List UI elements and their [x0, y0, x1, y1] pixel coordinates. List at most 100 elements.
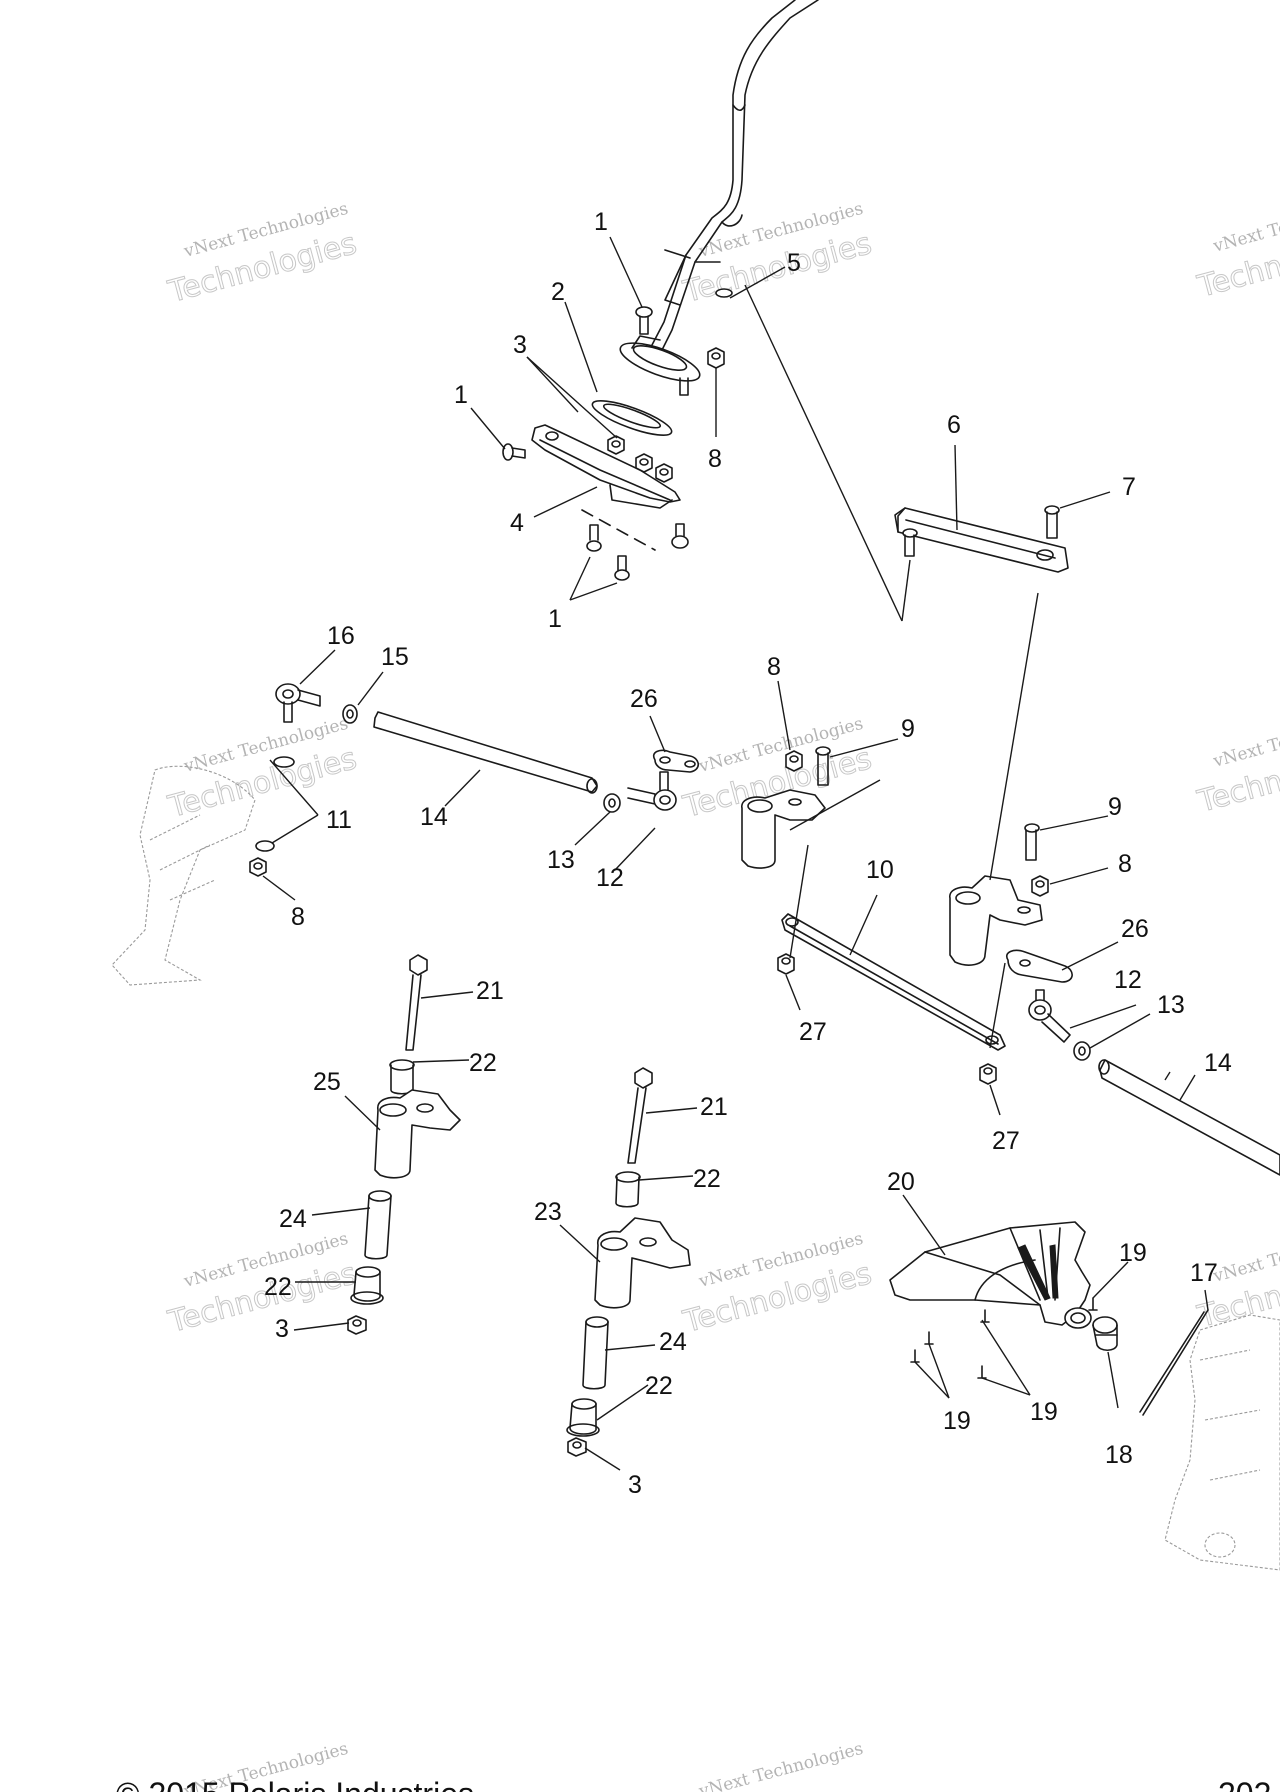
part-21-bolt-left [405, 954, 428, 1051]
watermark-1: vNext Technologies Technologies [164, 199, 361, 311]
watermark-small-text: vNext Technologies [1210, 194, 1280, 257]
callout-16: 16 [327, 622, 355, 650]
part-3-nut-c [655, 463, 673, 483]
part-7-bolt [1044, 505, 1060, 539]
part-6-pitman-arm [894, 507, 1069, 573]
part-25-spindle-arm-left [374, 1089, 461, 1179]
callout-3: 3 [275, 1315, 289, 1343]
part-20-steering-boot [889, 1221, 1092, 1329]
part-15-jam-nut [342, 704, 358, 724]
part-19-screw-e [977, 1365, 987, 1379]
part-11-washer-b [255, 840, 275, 852]
part-8-nut-right [1031, 875, 1049, 897]
part-22-bushing-d [566, 1398, 600, 1437]
part-27-nut-a [777, 953, 795, 975]
part-5-washer [715, 288, 733, 298]
part-18-grommet [1092, 1316, 1118, 1352]
watermark-edge-1: vNext Technologies Technologies [1193, 194, 1280, 306]
callout-22: 22 [693, 1165, 721, 1193]
page-code-text: 202 [1218, 1776, 1271, 1792]
callout-19: 19 [1119, 1239, 1147, 1267]
part-1-bolt-left [502, 443, 526, 461]
callout-22: 22 [264, 1273, 292, 1301]
callout-5: 5 [787, 249, 801, 277]
steering-idler-arm-left [741, 789, 826, 869]
part-3-nut-b [635, 453, 653, 473]
callout-27: 27 [992, 1127, 1020, 1155]
callout-14: 14 [1204, 1049, 1232, 1077]
part-14-tie-rod-left [373, 711, 598, 794]
watermark-small-text: vNext Technologies [696, 1739, 865, 1792]
part-1-bolt-lower-c [671, 523, 689, 549]
callout-13: 13 [1157, 991, 1185, 1019]
watermark-edge-2: vNext Technologies Technologies [1193, 709, 1280, 821]
callout-20: 20 [887, 1168, 915, 1196]
part-22-bushing-b [350, 1266, 384, 1305]
steering-plate-upper [619, 335, 701, 382]
part-26-link-plate-right [1006, 949, 1073, 983]
part-27-nut-b [979, 1063, 997, 1085]
callout-23: 23 [534, 1198, 562, 1226]
part-2-disc [591, 400, 673, 436]
part-12-tie-rod-end-left [627, 771, 677, 811]
part-1-bolt-lower-b [614, 555, 630, 581]
watermark-8: vNext Technologies [696, 1739, 865, 1792]
callout-19: 19 [1030, 1398, 1058, 1426]
callout-21: 21 [700, 1093, 728, 1121]
callout-1: 1 [594, 208, 608, 236]
callout-9: 9 [1108, 793, 1122, 821]
callout-8: 8 [767, 653, 781, 681]
part-14-tie-rod-right [1098, 1059, 1280, 1176]
callout-26: 26 [1121, 915, 1149, 943]
assembly-guide-dashed [581, 509, 656, 551]
callout-15: 15 [381, 643, 409, 671]
part-11-washer-a [273, 756, 295, 768]
callout-6: 6 [947, 411, 961, 439]
callout-24: 24 [279, 1205, 307, 1233]
part-22-bushing-c [615, 1171, 641, 1208]
callout-2: 2 [551, 278, 565, 306]
part-1-bolt-lower-a [586, 524, 602, 552]
ghost-spindle-right [1164, 1314, 1280, 1571]
part-21-bolt-mid [627, 1067, 653, 1164]
part-13-jam-nut-right [1073, 1041, 1091, 1061]
copyright-text: © 2015 Polaris Industries [116, 1776, 474, 1792]
part-1-bolt-top [635, 306, 653, 335]
part-19-screw-c [910, 1349, 920, 1363]
callout-19: 19 [943, 1407, 971, 1435]
part-8-nut-mid [785, 750, 803, 772]
callout-8: 8 [1118, 850, 1132, 878]
part-3-nut-d [347, 1315, 367, 1335]
callout-18: 18 [1105, 1441, 1133, 1469]
part-10-drag-link [781, 913, 1006, 1051]
ghost-spindle-left [111, 765, 256, 986]
steering-column [651, 0, 819, 351]
watermark-small-text: vNext Technologies [1210, 709, 1280, 772]
part-9-bolt-right [1024, 823, 1040, 861]
callout-12: 12 [596, 864, 624, 892]
callout-7: 7 [1122, 473, 1136, 501]
watermark-6: vNext Technologies Technologies [679, 1229, 876, 1341]
callout-1: 1 [454, 381, 468, 409]
callout-8: 8 [291, 903, 305, 931]
callout-27: 27 [799, 1018, 827, 1046]
part-12-tie-rod-end-right [1028, 989, 1071, 1043]
callout-17: 17 [1190, 1259, 1218, 1287]
part-24-sleeve-left [364, 1190, 392, 1260]
part-17-pin [1139, 1309, 1209, 1416]
watermark-5: vNext Technologies Technologies [164, 1229, 361, 1341]
callout-24: 24 [659, 1328, 687, 1356]
watermark-small-text: vNext Technologies [1210, 1224, 1280, 1287]
callout-26: 26 [630, 685, 658, 713]
part-19-screw-d [980, 1309, 990, 1323]
part-3-nut-e [567, 1437, 587, 1457]
part-24-sleeve-mid [582, 1316, 609, 1390]
part-9-bolt-mid [815, 746, 831, 786]
callout-12: 12 [1114, 966, 1142, 994]
callout-3: 3 [628, 1471, 642, 1499]
part-19-screw-b [924, 1331, 934, 1345]
leader-lines [262, 236, 1209, 1471]
callout-3: 3 [513, 331, 527, 359]
part-16-rod-end [275, 683, 321, 723]
